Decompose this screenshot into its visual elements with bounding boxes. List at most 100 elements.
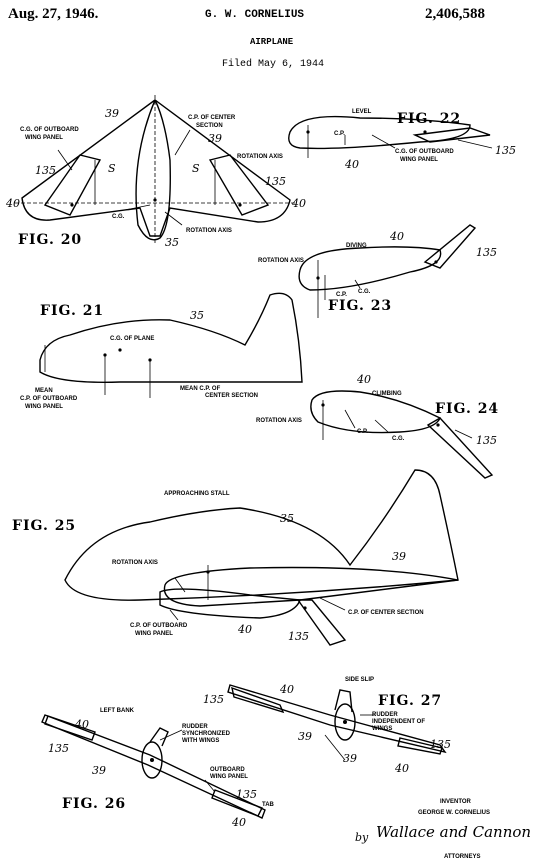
fig21-drawing xyxy=(39,292,303,398)
fig26-drawing xyxy=(41,714,266,819)
fig26-label-left-bank: LEFT BANK xyxy=(100,708,135,714)
fig20-label-s-right: S xyxy=(192,162,200,175)
sheet-footer: INVENTOR GEORGE W. CORNELIUS by Wallace … xyxy=(355,799,531,860)
fig20-label-cg: C.G. xyxy=(112,214,125,220)
fig20-label-rotation-axis: ROTATION AXIS xyxy=(186,228,232,234)
fig20-label-cp-center-1: C.P. OF CENTER xyxy=(188,115,236,121)
fig21-caption: FIG. 21 xyxy=(40,303,104,319)
fig21-label-mean-2: C.P. OF OUTBOARD xyxy=(20,396,78,402)
fig26-ref-39: 39 xyxy=(92,764,106,777)
fig27-label-rudder-2: INDEPENDENT OF xyxy=(372,719,425,725)
fig27-label-rudder-1: RUDDER xyxy=(372,712,398,718)
fig20-ref-40-right: 40 xyxy=(291,197,306,210)
fig20-fuselage xyxy=(135,99,171,241)
fig20-ref-135-left: 135 xyxy=(35,164,56,177)
fig20-drawing xyxy=(15,95,295,245)
fig22-label-cp: C.P. xyxy=(334,131,345,137)
fig22-label-rotation-axis: ROTATION AXIS xyxy=(237,154,283,160)
fig24-caption: FIG. 24 xyxy=(435,401,499,417)
fig22-label-cg-outboard-2: WING PANEL xyxy=(400,157,438,163)
fig23-drawing xyxy=(298,224,477,318)
fig25-ref-39: 39 xyxy=(392,550,406,563)
footer-attorneys: ATTORNEYS xyxy=(444,854,480,860)
fig22-ref-135: 135 xyxy=(495,144,516,157)
fig27-ref-40-bottom: 40 xyxy=(394,762,409,775)
fig23-label-rotation-axis: ROTATION AXIS xyxy=(258,258,304,264)
patent-date: Aug. 27, 1946. xyxy=(8,6,99,22)
fig27-ref-135-left: 135 xyxy=(203,693,224,706)
fig20-ref-135-right: 135 xyxy=(265,175,286,188)
fig20-left-panel xyxy=(43,154,102,216)
fig24-ref-40: 40 xyxy=(356,373,371,386)
fig27-ref-39: 39 xyxy=(298,730,312,743)
fig23-label-diving: DIVING xyxy=(346,243,367,249)
sheet-title: AIRPLANE xyxy=(250,37,294,47)
fig24-ref-135: 135 xyxy=(476,434,497,447)
attorney-signature: Wallace and Cannon xyxy=(376,823,531,841)
fig27-label-rudder-3: WINGS xyxy=(372,726,392,732)
fig26-label-rudder-2: SYNCHRONIZED xyxy=(182,731,231,737)
fig22-drawing xyxy=(288,115,493,158)
fig24-label-cg: C.G. xyxy=(392,436,405,442)
fig23-ref-40: 40 xyxy=(389,230,404,243)
fig21-label-mean-3: WING PANEL xyxy=(25,404,63,410)
fig25-ref-40: 40 xyxy=(237,623,252,636)
fig23-ref-135: 135 xyxy=(476,246,497,259)
fig26-label-rudder-3: WITH WINGS xyxy=(182,738,219,744)
fig25-ref-35: 35 xyxy=(280,512,294,525)
fig20-label-s-left: S xyxy=(108,162,116,175)
fig21-label-mean-cp-2: CENTER SECTION xyxy=(205,393,258,399)
fig20-label-cg-outboard-1: C.G. OF OUTBOARD xyxy=(20,127,79,133)
fig26-label-outboard-1: OUTBOARD xyxy=(210,767,245,773)
fig20-ref-35: 35 xyxy=(165,236,179,249)
fig26-ref-135-right: 135 xyxy=(236,788,257,801)
footer-by: by xyxy=(355,831,369,844)
fig25-ref-135: 135 xyxy=(288,630,309,643)
fig26-caption: FIG. 26 xyxy=(62,796,126,812)
fig24-label-rotation-axis: ROTATION AXIS xyxy=(256,418,302,424)
sheet-header: Aug. 27, 1946. G. W. CORNELIUS 2,406,588… xyxy=(8,6,485,70)
fig21-label-mean-cp-1: MEAN C.P. OF xyxy=(180,386,221,392)
fig25-label-cp-center-section: C.P. OF CENTER SECTION xyxy=(348,610,424,616)
inventor-name: G. W. CORNELIUS xyxy=(205,9,304,21)
fig26-label-rudder-1: RUDDER xyxy=(182,724,208,730)
fig25-label-approaching-stall: APPROACHING STALL xyxy=(164,491,230,497)
fig27-ref-39-b: 39 xyxy=(343,752,357,765)
fig26-ref-40-left: 40 xyxy=(74,718,89,731)
fig20-caption: FIG. 20 xyxy=(18,232,82,248)
fig20-right-panel xyxy=(208,154,270,216)
filed-date: Filed May 6, 1944 xyxy=(222,58,324,70)
patent-number: 2,406,588 xyxy=(425,6,485,22)
fig20-ref-39-a: 39 xyxy=(105,107,119,120)
fig25-label-rotation-axis: ROTATION AXIS xyxy=(112,560,158,566)
fig26-fuselage xyxy=(141,741,163,779)
fig23-caption: FIG. 23 xyxy=(328,298,392,314)
fig22-ref-40: 40 xyxy=(344,158,359,171)
fig25-drawing xyxy=(64,469,459,646)
footer-inventor-name: GEORGE W. CORNELIUS xyxy=(418,810,490,816)
fig20-wing-outline xyxy=(21,99,291,237)
fig26-label-tab: TAB xyxy=(262,802,275,808)
fig25-label-cp-outboard-2: WING PANEL xyxy=(135,631,173,637)
fig22-caption: FIG. 22 xyxy=(397,111,461,127)
fig20-ref-39-b: 39 xyxy=(208,132,222,145)
fig24-drawing xyxy=(310,390,494,479)
fig25-label-cp-outboard-1: C.P. OF OUTBOARD xyxy=(130,623,188,629)
fig22-label-level: LEVEL xyxy=(352,109,372,115)
fig26-ref-135-left: 135 xyxy=(48,742,69,755)
fig21-ref-35: 35 xyxy=(190,309,204,322)
fig21-label-cg-plane: C.G. OF PLANE xyxy=(110,336,154,342)
fig24-label-cp: C.P. xyxy=(357,429,368,435)
fig23-label-cg: C.G. xyxy=(358,289,371,295)
fig21-label-mean-1: MEAN xyxy=(35,388,53,394)
fig20-label-cp-center-2: SECTION xyxy=(196,123,223,129)
fig22-label-cg-outboard-1: C.G. OF OUTBOARD xyxy=(395,149,454,155)
fig27-caption: FIG. 27 xyxy=(378,693,442,709)
fig27-fuselage xyxy=(334,703,356,741)
fig26-ref-40-bottom: 40 xyxy=(231,816,246,829)
fig27-label-side-slip: SIDE SLIP xyxy=(345,677,374,683)
fig20-label-cg-outboard-2: WING PANEL xyxy=(25,135,63,141)
fig26-label-outboard-2: WING PANEL xyxy=(210,774,248,780)
fig27-ref-135-right: 135 xyxy=(430,738,451,751)
